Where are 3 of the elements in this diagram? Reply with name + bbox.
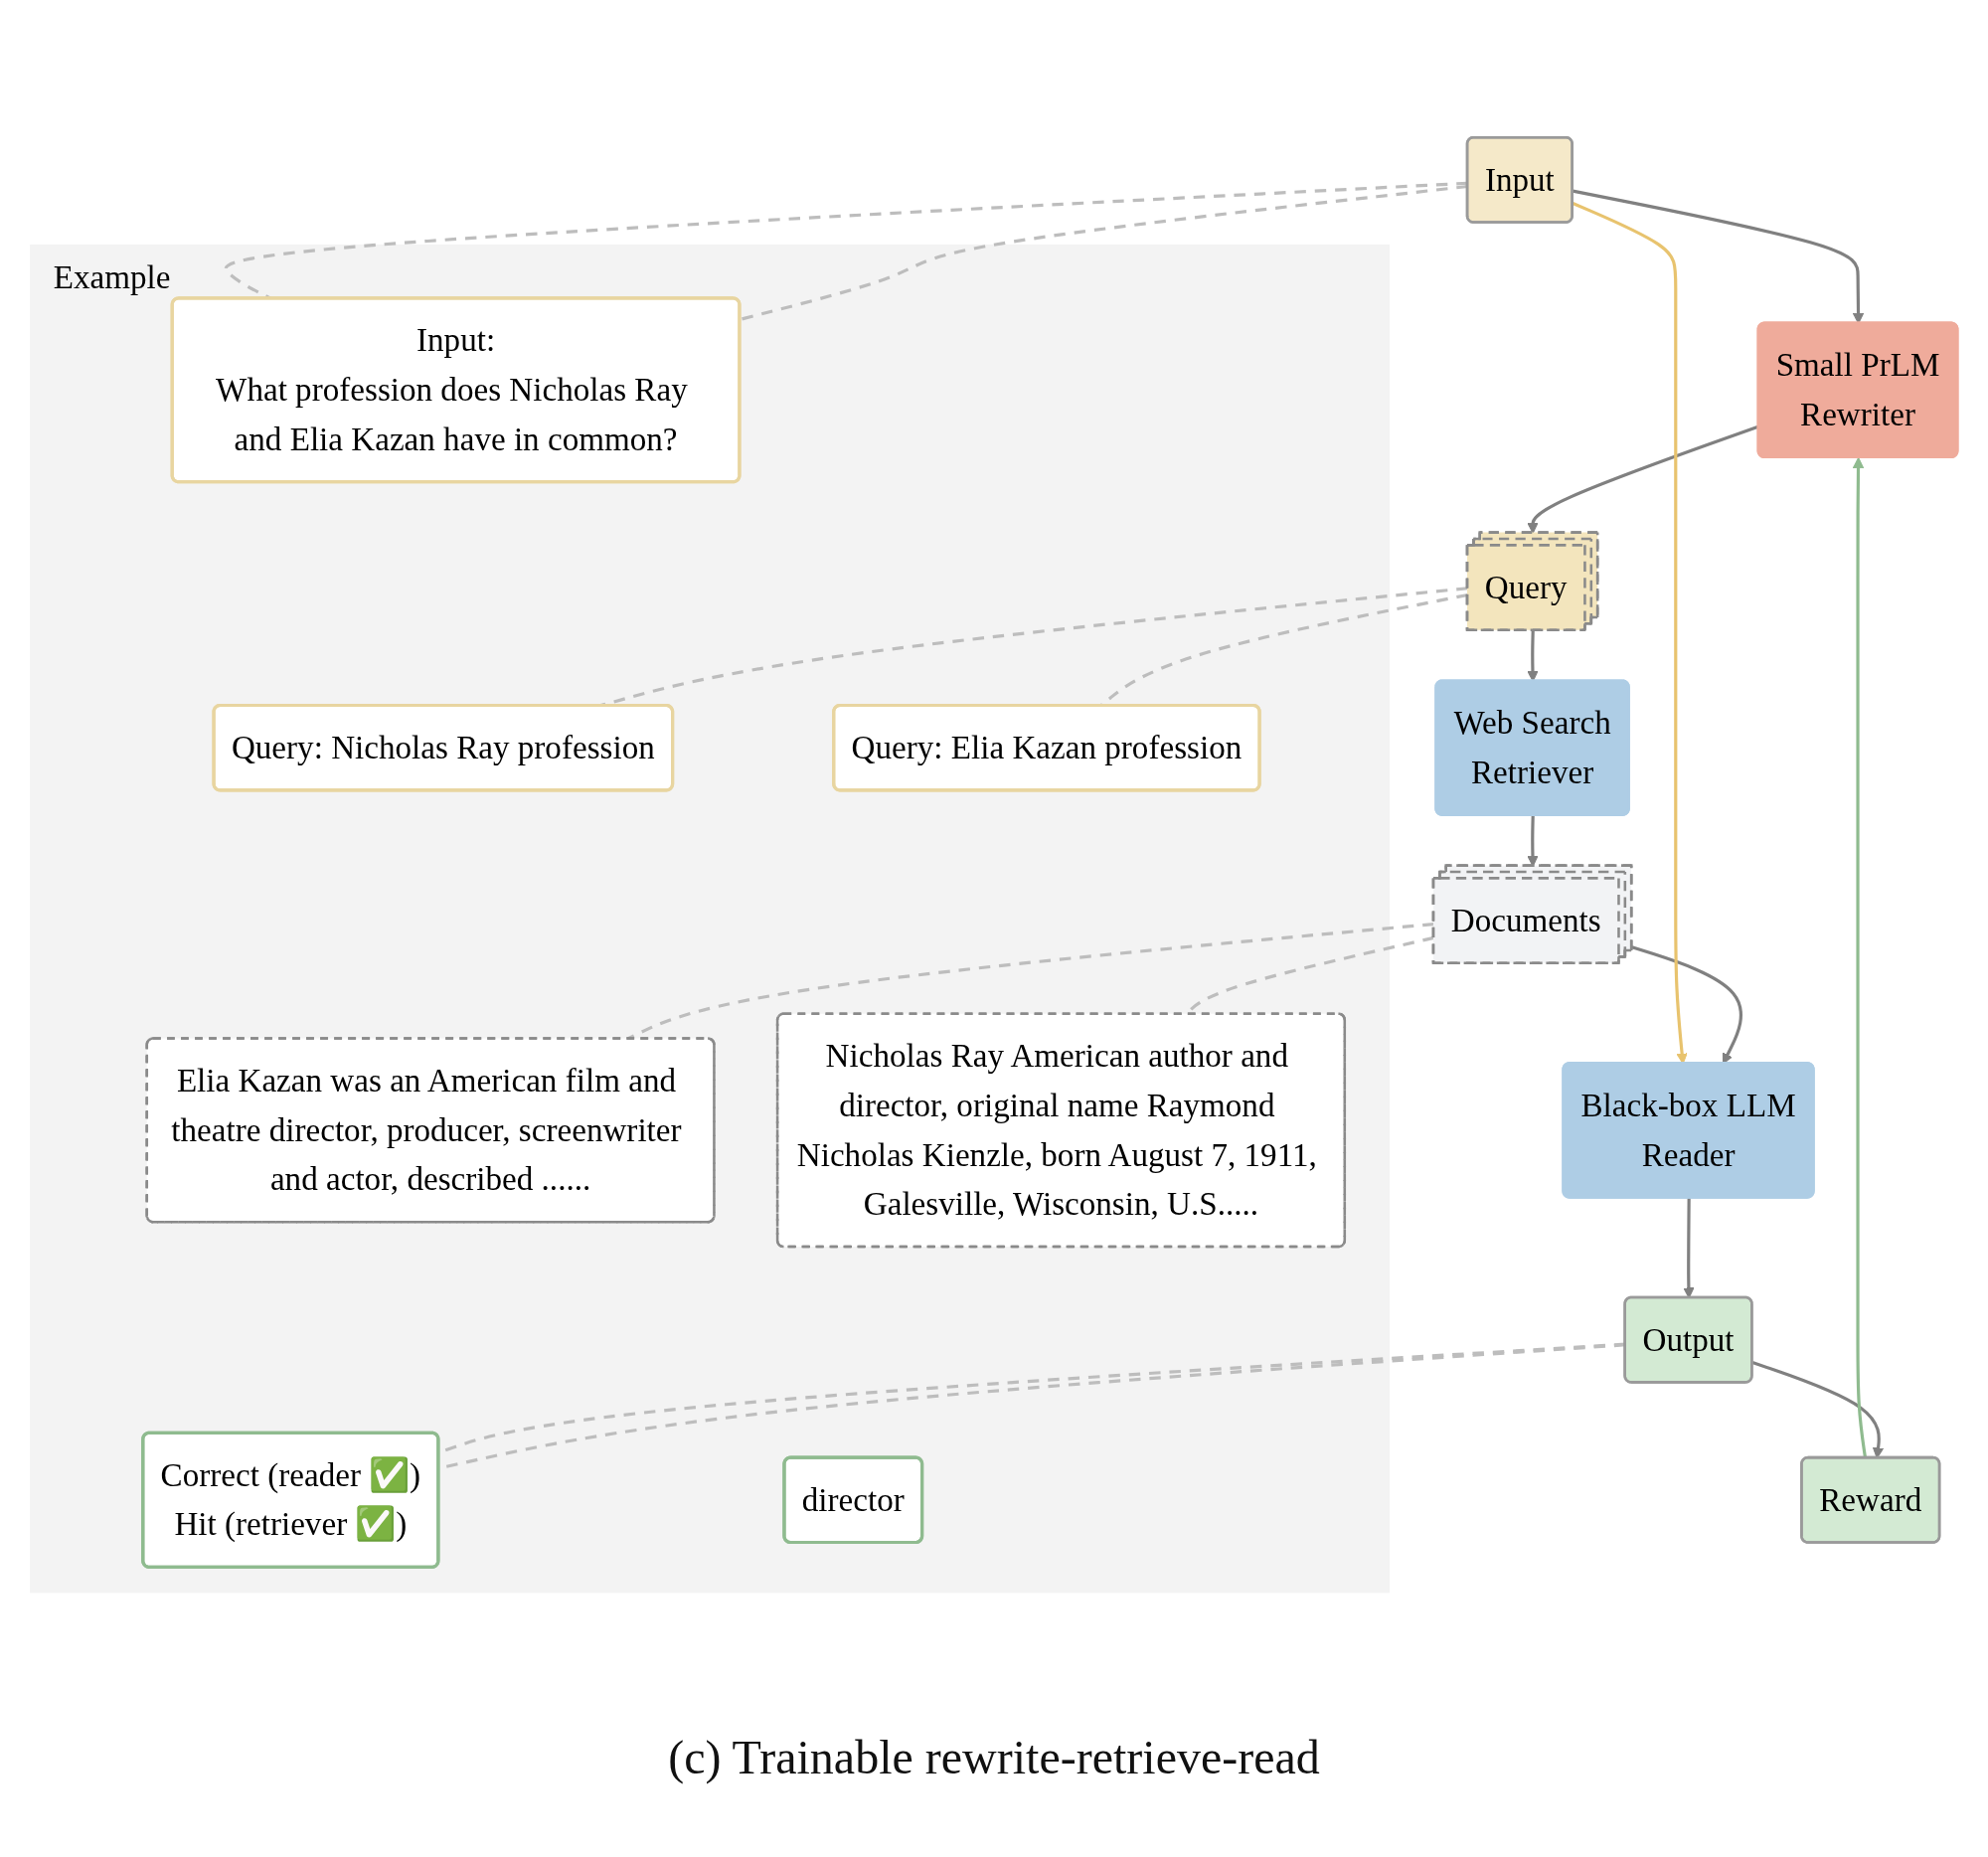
caption: (c) Trainable rewrite-retrieve-read <box>668 1730 1320 1784</box>
arrow <box>1852 456 1868 1458</box>
connector <box>740 184 1468 321</box>
